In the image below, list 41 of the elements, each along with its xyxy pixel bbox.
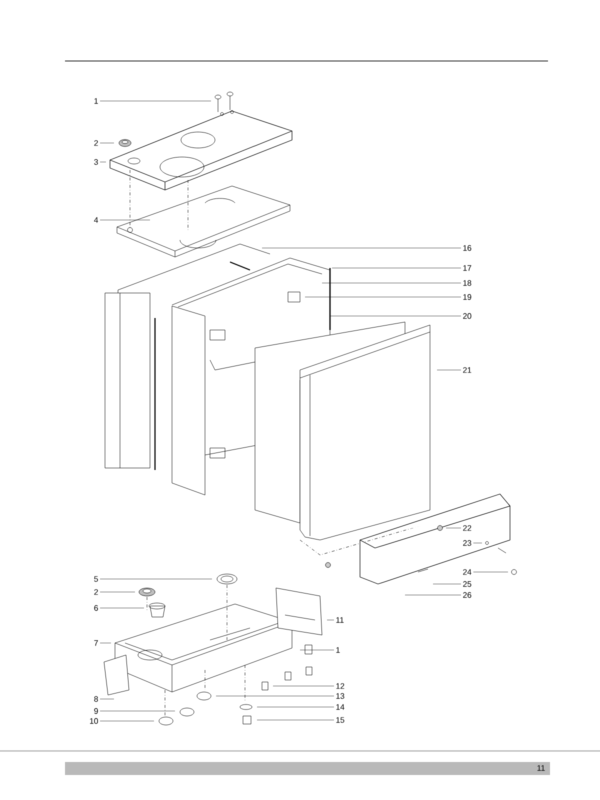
callout-number: 5: [94, 576, 98, 582]
callout-number: 11: [336, 617, 344, 623]
leader-line: [322, 282, 462, 284]
leader-line: [404, 594, 462, 596]
callout-number: 3: [94, 159, 98, 165]
callout-number: 8: [94, 696, 98, 702]
callout-number: 14: [336, 704, 344, 710]
leader-line: [473, 542, 482, 544]
callout-number: 15: [336, 717, 344, 723]
leader-line: [100, 720, 154, 722]
callout-number: 17: [463, 265, 472, 271]
callout-number: 24: [463, 569, 472, 575]
leader-line: [304, 296, 462, 298]
callout-number: 20: [463, 313, 472, 319]
callout-number: 23: [463, 540, 472, 546]
callout-number: 26: [463, 592, 472, 598]
page-number: 11: [537, 765, 545, 771]
callout-number: 4: [94, 217, 98, 223]
callout-number: 21: [463, 367, 472, 373]
callout-number: 22: [463, 525, 472, 531]
callout-number: 16: [463, 245, 472, 251]
leader-line: [100, 710, 176, 712]
callout-number: 12: [336, 683, 344, 689]
callout-number: 2: [94, 589, 98, 595]
callout-number: 1: [336, 647, 340, 653]
callout-number: 1: [94, 98, 98, 104]
callout-number: 19: [463, 294, 472, 300]
leader-line: [100, 100, 212, 102]
leader-line: [100, 578, 212, 580]
callout-number: 2: [94, 140, 98, 146]
callout-number: 6: [94, 605, 98, 611]
leader-line: [100, 642, 112, 644]
leader-line: [256, 706, 334, 708]
callout-number: 18: [463, 280, 472, 286]
callout-number: 9: [94, 708, 98, 714]
callout-number: 7: [94, 640, 98, 646]
callout-number: 13: [336, 693, 344, 699]
leader-line: [100, 698, 114, 700]
leader-line: [100, 142, 114, 144]
callout-number: 25: [463, 581, 472, 587]
callout-number: 10: [90, 718, 98, 724]
